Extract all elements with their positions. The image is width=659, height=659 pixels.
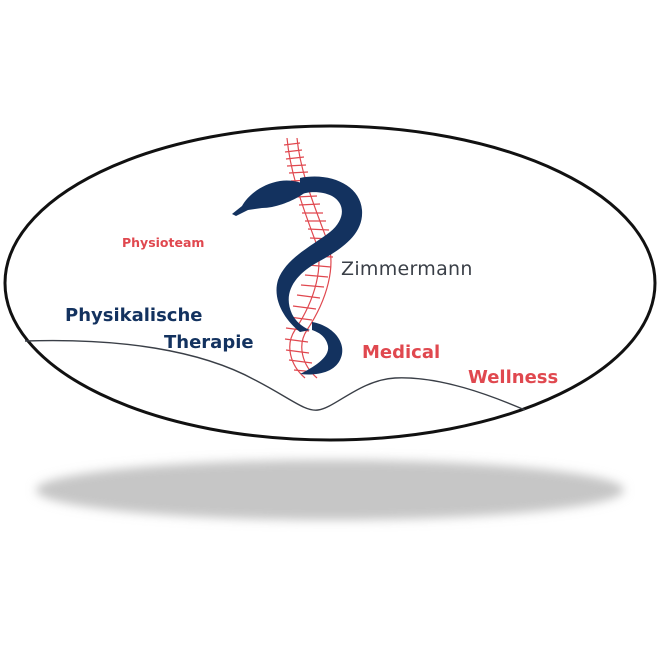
service-medical: Medical xyxy=(362,342,440,363)
brand-name-zimmermann: Zimmermann xyxy=(341,258,473,280)
tagline-physioteam: Physioteam xyxy=(122,235,204,250)
service-therapie: Therapie xyxy=(164,332,254,353)
service-physikalische: Physikalische xyxy=(65,305,203,326)
logo-shadow xyxy=(36,460,624,520)
serpent-icon xyxy=(232,176,363,375)
service-wellness: Wellness xyxy=(468,367,558,388)
wave-line xyxy=(24,339,526,411)
logo-oval xyxy=(3,124,657,442)
